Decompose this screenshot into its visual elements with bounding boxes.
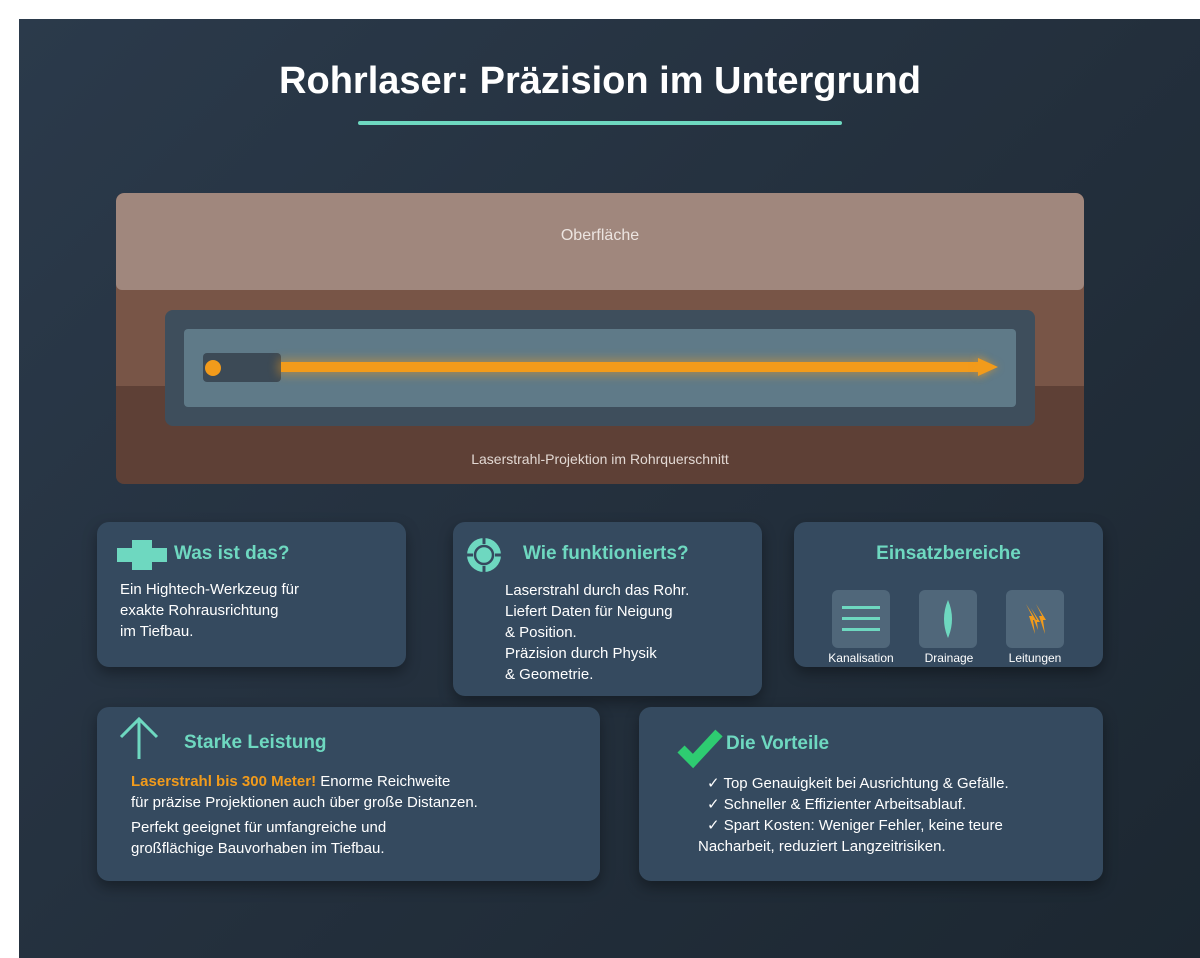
checkmark-icon xyxy=(677,729,723,769)
target-icon xyxy=(467,538,501,572)
laser-arrow-head xyxy=(978,358,998,376)
card-benefits: Die Vorteile ✓ Top Genauigkeit bei Ausri… xyxy=(639,707,1103,881)
card-benefits-text: ✓ Top Genauigkeit bei Ausrichtung & Gefä… xyxy=(698,773,1009,857)
card-performance-text: Laserstrahl bis 300 Meter! Enorme Reichw… xyxy=(131,771,478,859)
card-performance: Starke Leistung Laserstrahl bis 300 Mete… xyxy=(97,707,600,881)
laser-emitter-dot xyxy=(205,360,221,376)
card-how-line: Laserstrahl durch das Rohr. xyxy=(505,582,690,599)
card-how-title: Wie funktionierts? xyxy=(523,543,689,564)
arrow-up-icon xyxy=(119,717,159,759)
card-what-line: exakte Rohrausrichtung xyxy=(120,602,279,619)
card-performance-line: Perfekt geeignet für umfangreiche und xyxy=(131,819,387,836)
surface-layer: Oberfläche xyxy=(116,193,1084,290)
benefit-item: ✓ Top Genauigkeit bei Ausrichtung & Gefä… xyxy=(707,775,1009,792)
card-how-line: & Geometrie. xyxy=(505,666,594,683)
surface-label: Oberfläche xyxy=(560,227,640,244)
card-how-line: Präzision durch Physik xyxy=(505,645,657,662)
card-performance-title: Starke Leistung xyxy=(184,732,327,753)
area-tile-kanalisation xyxy=(832,590,890,648)
lines-icon xyxy=(842,606,880,631)
diagram-caption: Laserstrahl-Projektion im Rohrquerschnit… xyxy=(471,451,729,467)
title-underline xyxy=(358,121,842,125)
card-what-text: Ein Hightech-Werkzeug für exakte Rohraus… xyxy=(120,579,299,642)
page-title: Rohrlaser: Präzision im Untergrund xyxy=(279,60,921,102)
card-performance-line: für präzise Projektionen auch über große… xyxy=(131,794,478,811)
card-areas-title: Einsatzbereiche xyxy=(876,543,1021,564)
area-label-kanalisation: Kanalisation xyxy=(828,651,894,665)
card-performance-line: großflächige Bauvorhaben im Tiefbau. xyxy=(131,840,385,857)
benefit-item: Nacharbeit, reduziert Langzeitrisiken. xyxy=(698,838,946,855)
card-performance-line: Laserstrahl bis 300 Meter! Enorme Reichw… xyxy=(131,771,478,792)
range-highlight: Laserstrahl bis 300 Meter! xyxy=(131,773,317,790)
area-label-drainage: Drainage xyxy=(924,651,974,665)
card-how-line: Liefert Daten für Neigung xyxy=(505,603,673,620)
card-benefits-title: Die Vorteile xyxy=(726,733,830,754)
card-what-title: Was ist das? xyxy=(174,543,290,564)
benefit-item: ✓ Spart Kosten: Weniger Fehler, keine te… xyxy=(707,817,1003,834)
card-areas: Einsatzbereiche Kanalisation Drainage Le… xyxy=(794,522,1103,667)
card-what: Was ist das? Ein Hightech-Werkzeug für e… xyxy=(97,522,406,667)
card-what-line: im Tiefbau. xyxy=(120,623,194,640)
medical-cross-icon xyxy=(117,540,167,570)
card-what-line: Ein Hightech-Werkzeug für xyxy=(120,581,299,598)
card-how-line: & Position. xyxy=(505,624,577,641)
range-text: Enorme Reichweite xyxy=(316,773,451,790)
area-tile-leitungen xyxy=(1006,590,1064,648)
benefit-item: ✓ Schneller & Effizienter Arbeitsablauf. xyxy=(707,796,967,813)
area-tile-drainage xyxy=(919,590,977,648)
lightning-icon xyxy=(1026,604,1046,634)
card-how: Wie funktionierts? Laserstrahl durch das… xyxy=(453,522,762,696)
laser-beam xyxy=(281,362,981,372)
area-label-leitungen: Leitungen xyxy=(1008,651,1062,665)
drop-icon xyxy=(944,600,952,638)
card-how-text: Laserstrahl durch das Rohr. Liefert Date… xyxy=(505,580,689,685)
